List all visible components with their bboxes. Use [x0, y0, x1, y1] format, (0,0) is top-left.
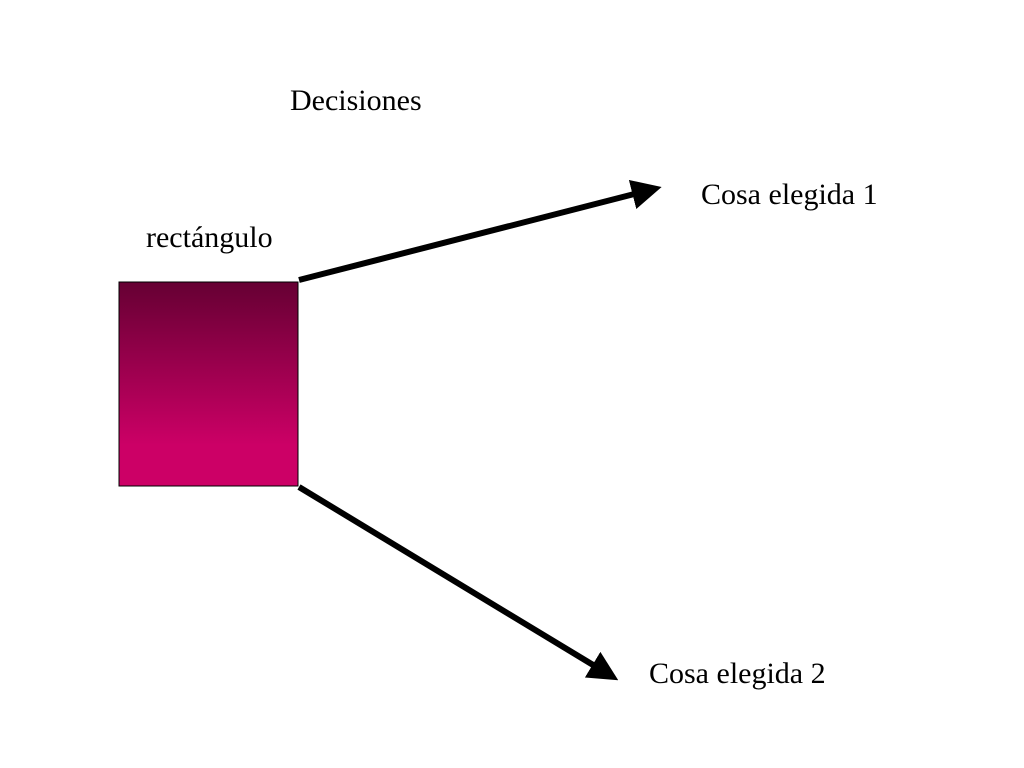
decision-rectangle [118, 281, 299, 487]
diagram-title: Decisiones [290, 84, 422, 117]
arrow-to-choice-1 [298, 179, 662, 283]
choice-2-label: Cosa elegida 2 [649, 657, 826, 690]
arrow-to-choice-2 [297, 484, 619, 681]
rectangle-label: rectángulo [146, 221, 273, 254]
choice-1-label: Cosa elegida 1 [701, 178, 878, 211]
